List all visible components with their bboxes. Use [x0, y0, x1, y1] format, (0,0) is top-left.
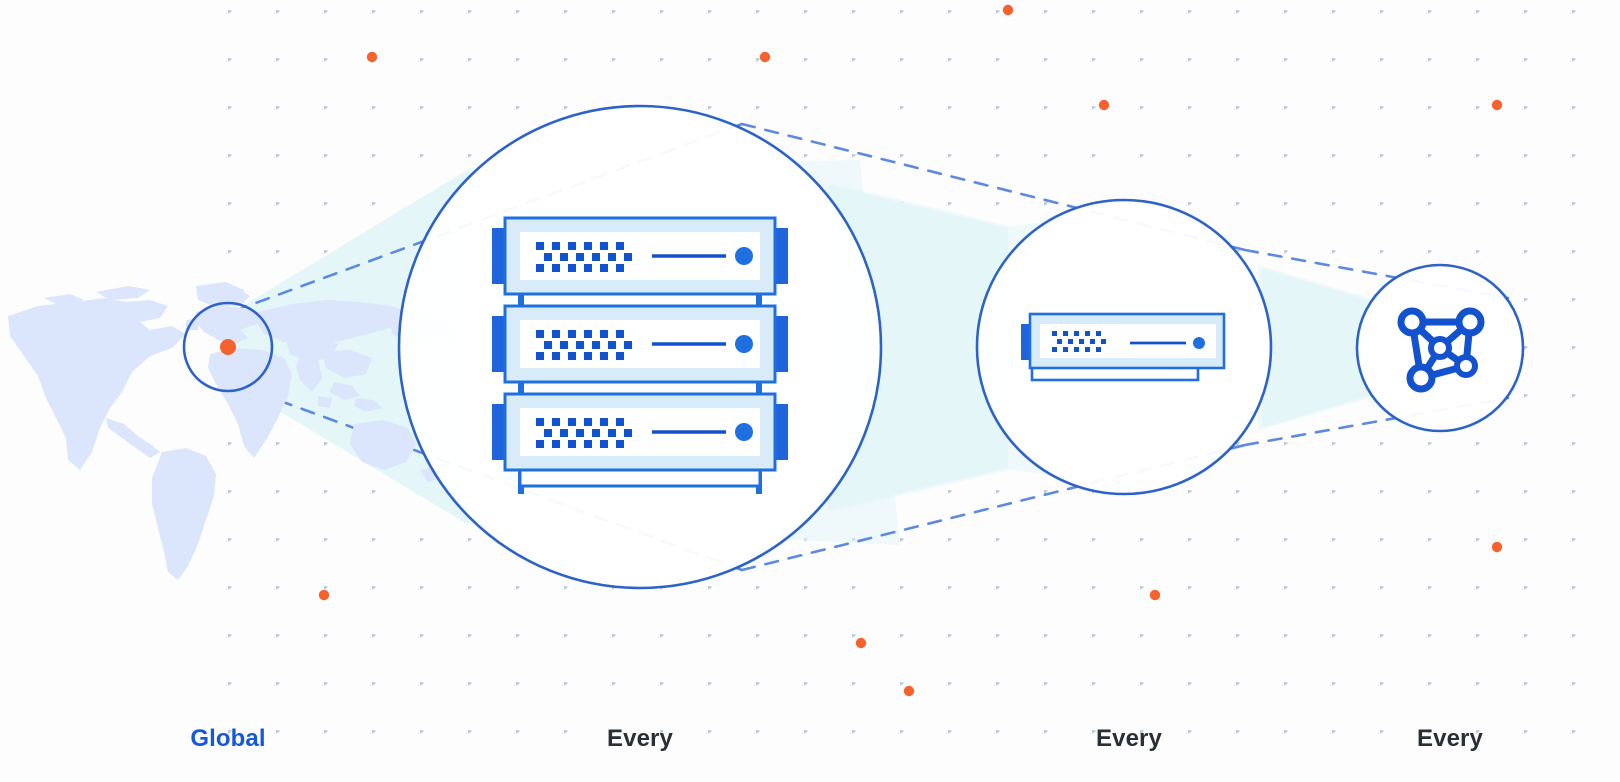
label-line: Every — [607, 724, 673, 752]
server-unit — [492, 392, 788, 472]
server-rack-icon — [492, 216, 788, 494]
orange-accent-dot — [1491, 99, 1503, 111]
stage-every-data-center[interactable] — [397, 104, 883, 590]
orange-accent-dot — [1002, 4, 1014, 16]
location-pin-icon — [220, 339, 236, 355]
stage-global-network[interactable] — [182, 301, 274, 393]
data-center-circle — [397, 104, 883, 590]
orange-accent-dot — [855, 637, 867, 649]
orange-accent-dot — [903, 685, 915, 697]
label-line: Every — [1096, 724, 1162, 752]
label-every-server: Every server — [1009, 668, 1249, 782]
server-unit — [492, 216, 788, 296]
server-circle — [975, 198, 1273, 496]
orange-accent-dot — [366, 51, 378, 63]
label-every-data-center: Every data center — [500, 668, 780, 782]
orange-accent-dot — [1098, 99, 1110, 111]
single-server-icon — [1021, 312, 1226, 382]
server-unit — [492, 304, 788, 384]
orange-accent-dot — [1149, 589, 1161, 601]
orange-accent-dot — [759, 51, 771, 63]
orange-accent-dot — [318, 589, 330, 601]
network-graph-nodes — [1397, 307, 1485, 393]
label-line: Every — [1417, 724, 1483, 752]
world-map — [8, 282, 462, 580]
label-line: Global — [190, 724, 266, 752]
stage-every-server[interactable] — [975, 198, 1273, 496]
label-every-service: Every service — [1330, 668, 1570, 782]
orange-accent-dot — [1491, 541, 1503, 553]
global-network-circle — [182, 301, 274, 393]
label-global-network: Global network — [128, 668, 328, 782]
service-circle — [1355, 263, 1525, 433]
stage-every-service[interactable] — [1355, 263, 1525, 433]
orange-accent-dots — [318, 4, 1503, 697]
